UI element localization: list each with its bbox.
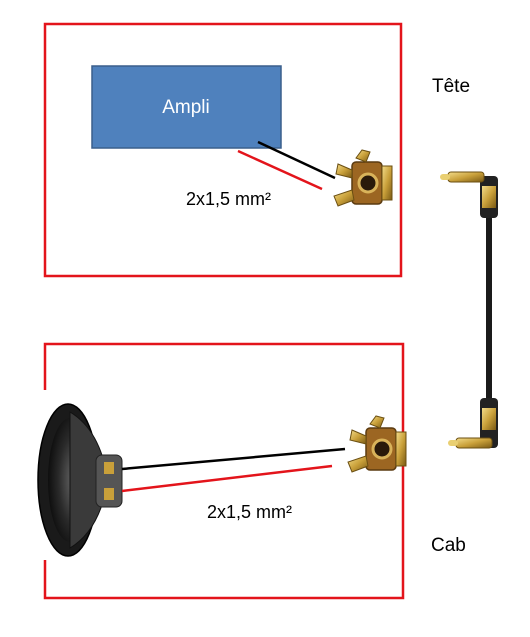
head-enclosure: [43, 22, 403, 278]
patch-cable: [440, 171, 498, 449]
head-wire-negative: [257, 140, 336, 180]
amp-block: [91, 65, 282, 149]
cab-enclosure: [43, 342, 405, 600]
cab-label: Cab: [431, 535, 466, 556]
jack-socket-icon: [332, 148, 394, 208]
head-wire-positive: [237, 149, 323, 191]
amp-label: Ampli: [162, 97, 210, 118]
jack-plug-icon: [448, 398, 498, 449]
jack-plug-icon: [440, 171, 498, 218]
speaker-icon: [37, 403, 123, 557]
jack-socket-icon: [346, 414, 408, 474]
cab-wire-negative: [121, 447, 346, 471]
cab-wire-positive: [121, 464, 333, 493]
head-label: Tête: [432, 76, 470, 97]
cab-wire-label: 2x1,5 mm²: [207, 502, 292, 522]
head-wire-label: 2x1,5 mm²: [186, 189, 271, 209]
